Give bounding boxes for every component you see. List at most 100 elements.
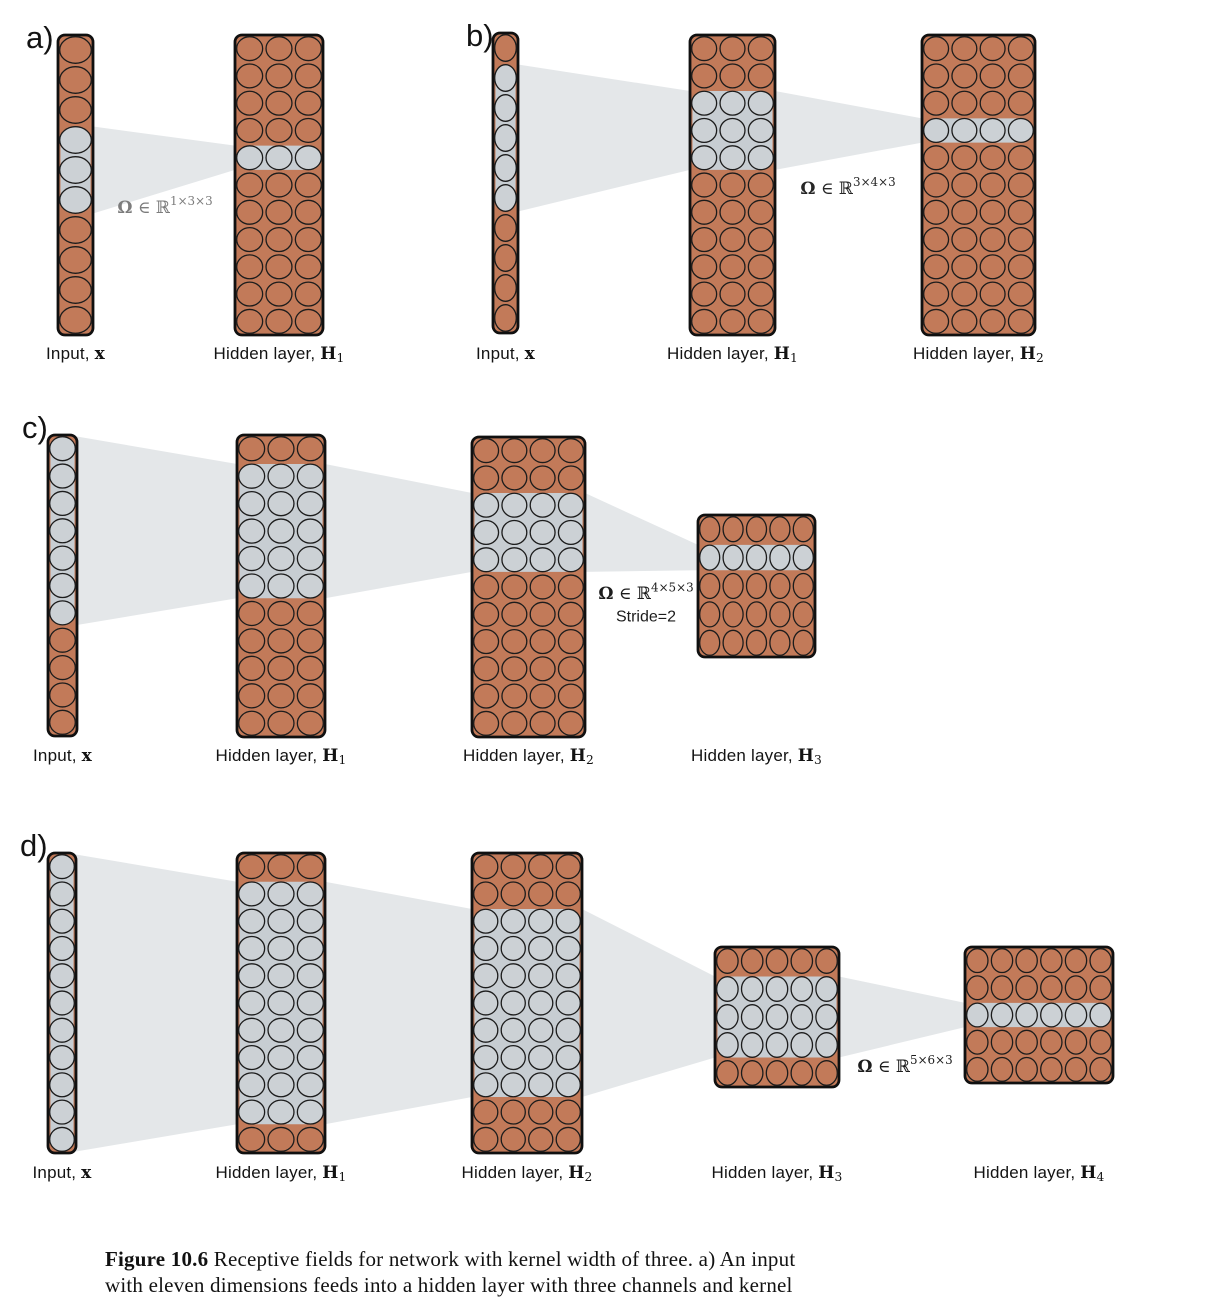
neuron-circle bbox=[966, 975, 989, 1001]
layer-symbol: H bbox=[322, 1163, 339, 1183]
neuron-circle bbox=[557, 710, 584, 736]
panel-c-layer-h3 bbox=[696, 513, 817, 659]
neuron-circle-highlighted bbox=[790, 976, 814, 1002]
neuron-circle-highlighted bbox=[267, 963, 295, 989]
neuron-circle bbox=[529, 628, 556, 655]
neuron-circle bbox=[719, 172, 746, 198]
layer-label-text: Hidden layer, bbox=[711, 1163, 819, 1182]
neuron-circle-highlighted bbox=[49, 1126, 75, 1152]
layer-label-text: Hidden layer, bbox=[461, 1163, 569, 1182]
panel-d-receptive-field-beam-1 bbox=[76, 854, 237, 1152]
neuron-circle-highlighted bbox=[59, 156, 92, 184]
neuron-circle bbox=[722, 572, 744, 600]
neuron-circle bbox=[236, 199, 264, 225]
neuron-circle-highlighted bbox=[500, 963, 526, 989]
neuron-circle-highlighted bbox=[528, 990, 554, 1016]
neuron-circle bbox=[473, 854, 499, 880]
neuron-circle-highlighted bbox=[473, 1017, 499, 1043]
neuron-circle-highlighted bbox=[557, 519, 584, 546]
neuron-circle bbox=[265, 90, 293, 116]
layer-symbol: H bbox=[320, 344, 337, 364]
neuron-circle-highlighted bbox=[719, 117, 746, 144]
neuron-circle bbox=[473, 656, 500, 682]
neuron-circle bbox=[59, 66, 92, 94]
neuron-circle bbox=[951, 145, 978, 171]
neuron-circle-highlighted bbox=[238, 990, 266, 1016]
highlight-band bbox=[967, 1002, 1111, 1028]
neuron-circle bbox=[747, 308, 774, 334]
neuron-circle-highlighted bbox=[49, 1017, 75, 1043]
neuron-circle-highlighted bbox=[473, 519, 500, 546]
neuron-circle bbox=[699, 601, 721, 628]
panel-d-receptive-field-beam-3 bbox=[582, 909, 715, 1097]
neuron-circle bbox=[296, 628, 324, 654]
neuron-circle bbox=[990, 1029, 1014, 1055]
neuron-circle bbox=[494, 244, 517, 272]
neuron-circle bbox=[979, 226, 1006, 253]
neuron-circle bbox=[59, 276, 92, 304]
neuron-circle-highlighted bbox=[528, 935, 554, 962]
neuron-circle bbox=[979, 145, 1006, 171]
neuron-circle-highlighted bbox=[494, 124, 517, 152]
layer-label-text: Input, bbox=[45, 344, 95, 363]
neuron-circle-highlighted bbox=[49, 436, 76, 462]
neuron-circle-highlighted bbox=[49, 600, 76, 626]
neuron-circle bbox=[473, 683, 500, 709]
layer-symbol: H bbox=[322, 746, 339, 766]
neuron-circle-highlighted bbox=[500, 1017, 526, 1043]
neuron-circle bbox=[294, 63, 322, 89]
neuron-circle bbox=[529, 683, 556, 709]
neuron-circle bbox=[765, 948, 789, 974]
neuron-circle bbox=[923, 145, 950, 171]
layer-symbol-subscript: 3 bbox=[834, 1170, 843, 1185]
neuron-circle-highlighted bbox=[238, 1072, 266, 1098]
neuron-circle bbox=[294, 117, 322, 144]
neuron-circle-highlighted bbox=[267, 1044, 295, 1071]
neuron-circle-highlighted bbox=[473, 908, 499, 934]
neuron-circle bbox=[923, 63, 950, 89]
neuron-circle bbox=[555, 854, 581, 880]
neuron-circle bbox=[238, 1126, 266, 1152]
neuron-circle bbox=[49, 682, 76, 708]
neuron-circle-highlighted bbox=[500, 935, 526, 962]
panel-c-receptive-field-beam-1 bbox=[77, 436, 237, 626]
neuron-circle-highlighted bbox=[296, 1099, 324, 1125]
neuron-circle bbox=[294, 308, 322, 334]
highlight-band bbox=[924, 118, 1033, 143]
neuron-circle bbox=[747, 226, 774, 253]
neuron-circle bbox=[501, 683, 528, 709]
neuron-circle-highlighted bbox=[49, 572, 76, 599]
neuron-circle bbox=[691, 63, 718, 89]
neuron-circle bbox=[236, 254, 264, 280]
neuron-circle-highlighted bbox=[238, 1017, 266, 1043]
panel-d-receptive-field-beam-2 bbox=[325, 881, 472, 1125]
neuron-circle bbox=[557, 574, 584, 600]
neuron-circle bbox=[966, 1029, 989, 1055]
neuron-circle-highlighted bbox=[747, 90, 774, 116]
neuron-circle-highlighted bbox=[238, 1099, 266, 1125]
neuron-circle bbox=[529, 656, 556, 682]
neuron-circle-highlighted bbox=[473, 963, 499, 989]
neuron-circle-highlighted bbox=[49, 854, 75, 880]
neuron-circle bbox=[557, 601, 584, 627]
neuron-circle bbox=[1007, 281, 1034, 307]
panel-d-h2-label: Hidden layer, H2 bbox=[461, 1163, 592, 1184]
neuron-circle bbox=[265, 226, 293, 253]
neuron-circle-highlighted bbox=[238, 881, 266, 907]
neuron-circle bbox=[979, 90, 1006, 116]
neuron-circle bbox=[49, 654, 76, 681]
neuron-circle bbox=[59, 246, 92, 274]
neuron-circle-highlighted bbox=[555, 990, 581, 1016]
neuron-circle-highlighted bbox=[923, 117, 950, 144]
neuron-circle bbox=[473, 881, 499, 907]
panel-c-h1-label: Hidden layer, H1 bbox=[215, 746, 346, 767]
panel-d-receptive-field-beam-4 bbox=[839, 976, 965, 1058]
neuron-circle bbox=[951, 172, 978, 198]
neuron-circle-highlighted bbox=[49, 908, 75, 934]
neuron-circle bbox=[265, 254, 293, 280]
neuron-circle bbox=[236, 36, 264, 62]
neuron-circle bbox=[719, 226, 746, 253]
panel-d-layer-h1 bbox=[235, 851, 327, 1155]
neuron-circle bbox=[923, 172, 950, 198]
neuron-circle-highlighted bbox=[745, 544, 768, 571]
